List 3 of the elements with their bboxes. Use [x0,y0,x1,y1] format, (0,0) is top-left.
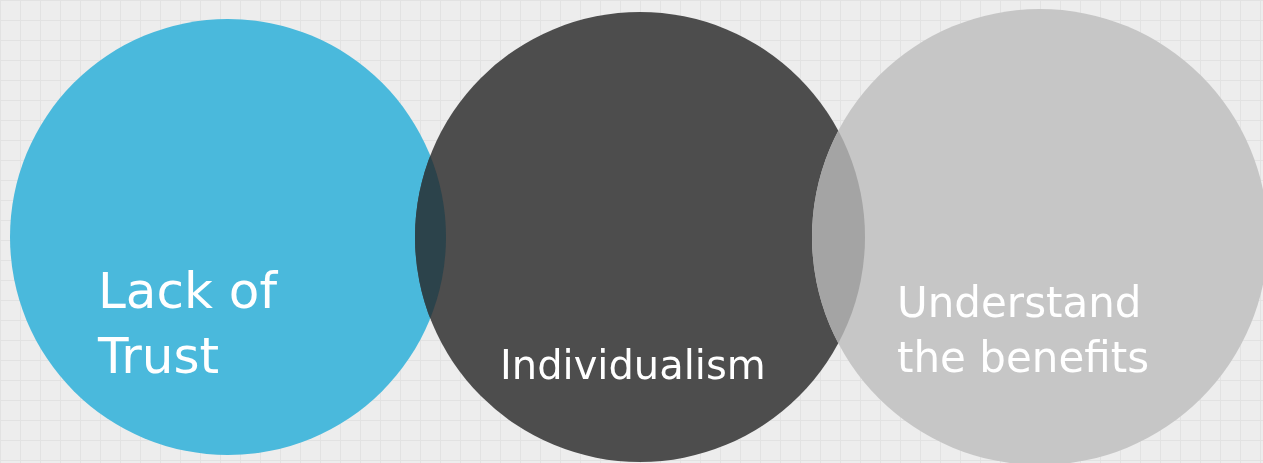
circle-label: Individualism [500,341,767,390]
circle-label: Lack of Trust [98,261,279,387]
circle-label: Understand the benefits [897,277,1151,384]
